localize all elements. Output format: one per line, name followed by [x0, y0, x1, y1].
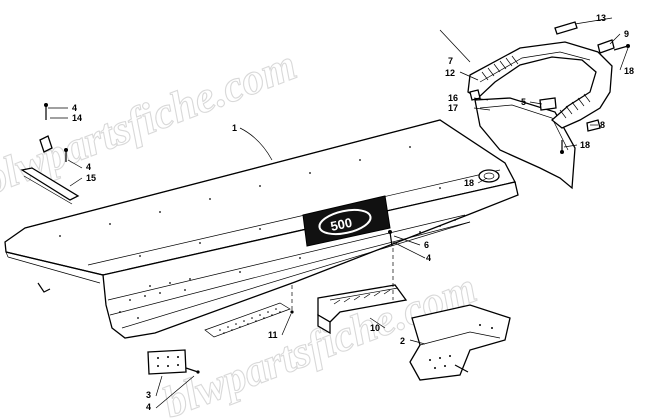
- callout-4-bottom: 4: [146, 402, 151, 412]
- callout-18-tunnel: 18: [464, 178, 474, 188]
- callout-2: 2: [400, 336, 405, 346]
- tunnel-fasteners: [290, 230, 393, 314]
- callout-4-tunnel: 4: [426, 253, 431, 263]
- callout-13: 13: [596, 13, 606, 23]
- callout-3: 3: [146, 390, 151, 400]
- grip-holes: [219, 308, 281, 334]
- callout-4-mid: 4: [86, 162, 91, 172]
- callouts: 1 2 3 4 4 4 4 5 6 7 8 9 10 11 12 13 14 1…: [72, 13, 634, 412]
- callout-5: 5: [521, 97, 526, 107]
- callout-leaders: [48, 17, 629, 409]
- callout-15: 15: [86, 173, 96, 183]
- model-decal: 500: [302, 195, 391, 247]
- bumper-ribs: [481, 55, 591, 119]
- callout-4-top: 4: [72, 103, 77, 113]
- callout-11: 11: [268, 330, 278, 340]
- strap-bracket-part: [20, 103, 80, 205]
- callout-12: 12: [445, 68, 455, 78]
- side-bracket-part: [409, 304, 511, 381]
- callout-14: 14: [72, 113, 82, 123]
- rear-bumper-part: [467, 21, 630, 190]
- callout-1: 1: [232, 123, 237, 133]
- callout-6: 6: [424, 240, 429, 250]
- callout-17: 17: [448, 103, 458, 113]
- tunnel-part: 500: [4, 119, 519, 339]
- decal-text: 500: [329, 215, 353, 234]
- callout-9: 9: [624, 29, 629, 39]
- callout-7: 7: [448, 56, 453, 66]
- backing-plate-part: [147, 349, 200, 375]
- callout-16: 16: [448, 93, 458, 103]
- foot-step-part: [317, 284, 408, 335]
- callout-18-top: 18: [624, 66, 634, 76]
- callout-10: 10: [370, 323, 380, 333]
- callout-18-mid: 18: [580, 140, 590, 150]
- callout-8: 8: [600, 120, 605, 130]
